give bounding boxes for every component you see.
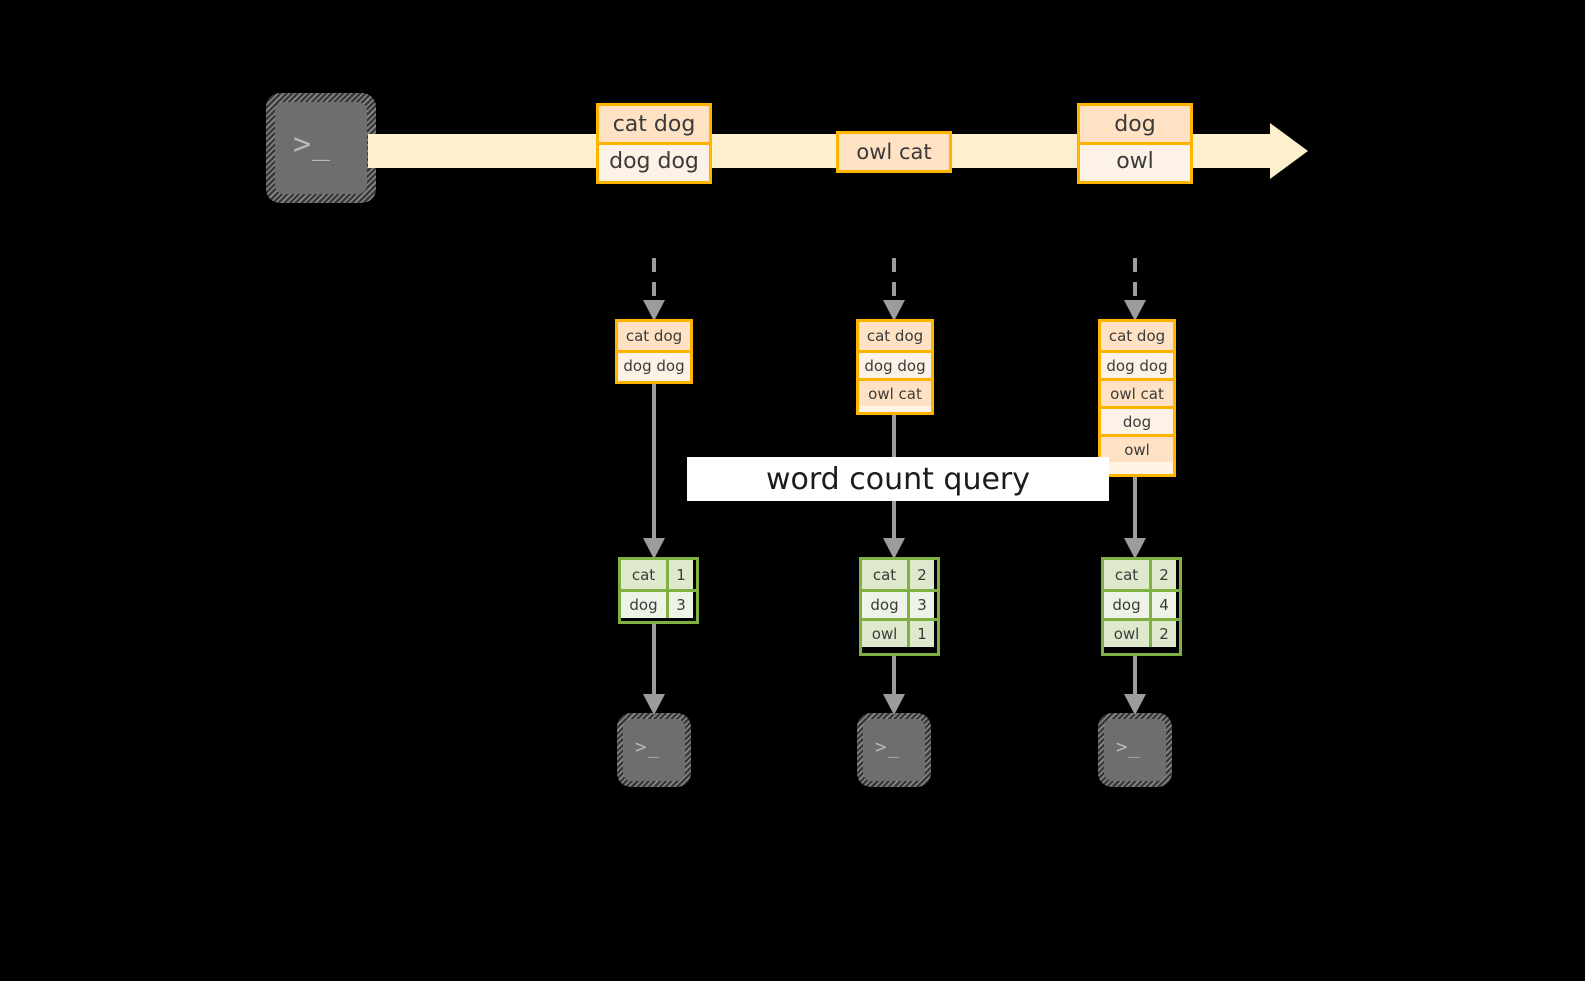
stream-event-group-2[interactable]: owl cat <box>836 131 952 173</box>
event-line: cat dog <box>1101 322 1173 350</box>
event-line: cat dog <box>618 322 690 350</box>
event-line: owl <box>1080 142 1190 178</box>
snapshot-3-sink-terminal-icon[interactable]: >_ <box>1098 713 1172 787</box>
word-cell: cat <box>621 560 669 589</box>
event-stream-arrowhead <box>1270 123 1308 179</box>
snapshot-3-ingest-arrow-dashed-line <box>1133 258 1137 301</box>
snapshot-3-output-arrow-head <box>1124 694 1146 715</box>
snapshot-1-ingest-arrow-dashed-line <box>652 258 656 301</box>
count-cell: 3 <box>669 592 693 618</box>
terminal-prompt-glyph: >_ <box>293 127 332 162</box>
snapshot-3-query-arrow-head <box>1124 538 1146 559</box>
count-cell: 1 <box>669 560 693 589</box>
count-cell: 3 <box>910 592 934 618</box>
snapshot-2-output-arrow-line <box>892 656 896 697</box>
word-count-query-banner: word count query <box>687 457 1109 501</box>
terminal-body <box>863 719 925 781</box>
snapshot-1-output-arrow-head <box>643 694 665 715</box>
terminal-body <box>1104 719 1166 781</box>
event-line: cat dog <box>599 106 709 142</box>
terminal-prompt-glyph: >_ <box>875 736 900 758</box>
snapshot-2-output-arrow-head <box>883 694 905 715</box>
word-cell: dog <box>1104 592 1152 618</box>
event-line: owl cat <box>859 378 931 406</box>
terminal-prompt-glyph: >_ <box>1116 736 1141 758</box>
event-line: dog <box>1101 406 1173 434</box>
count-cell: 2 <box>1152 621 1176 647</box>
count-cell: 4 <box>1152 592 1176 618</box>
snapshot-2-query-arrow-head <box>883 538 905 559</box>
event-line: dog dog <box>618 350 690 378</box>
snapshot-2-sink-terminal-icon[interactable]: >_ <box>857 713 931 787</box>
word-cell: dog <box>862 592 910 618</box>
count-cell: 2 <box>1152 560 1176 589</box>
count-cell: 1 <box>910 621 934 647</box>
snapshot-1-query-arrow-head <box>643 538 665 559</box>
terminal-body <box>623 719 685 781</box>
event-line: owl cat <box>1101 378 1173 406</box>
snapshot-2-ingest-arrow-head <box>883 300 905 321</box>
snapshot-1-ingest-arrow-head <box>643 300 665 321</box>
snapshot-1-output-arrow-line <box>652 624 656 697</box>
word-cell: cat <box>862 560 910 589</box>
snapshot-3-ingest-arrow-head <box>1124 300 1146 321</box>
event-line: dog dog <box>1101 350 1173 378</box>
snapshot-2-ingest-arrow-dashed-line <box>892 258 896 301</box>
event-line: owl cat <box>839 134 949 170</box>
event-line: dog dog <box>599 142 709 178</box>
terminal-prompt-glyph: >_ <box>635 736 660 758</box>
word-cell: owl <box>1104 621 1152 647</box>
snapshot-1-query-arrow-line <box>652 384 656 541</box>
event-line: dog <box>1080 106 1190 142</box>
event-line: dog dog <box>859 350 931 378</box>
snapshot-3-query-arrow-line <box>1133 477 1137 541</box>
snapshot-3-output-arrow-line <box>1133 656 1137 697</box>
source-terminal-icon[interactable]: >_ <box>266 93 376 203</box>
snapshot-1-sink-terminal-icon[interactable]: >_ <box>617 713 691 787</box>
count-cell: 2 <box>910 560 934 589</box>
event-line: cat dog <box>859 322 931 350</box>
word-cell: cat <box>1104 560 1152 589</box>
word-cell: owl <box>862 621 910 647</box>
event-line: owl <box>1101 434 1173 462</box>
terminal-body <box>275 102 367 194</box>
word-cell: dog <box>621 592 669 618</box>
